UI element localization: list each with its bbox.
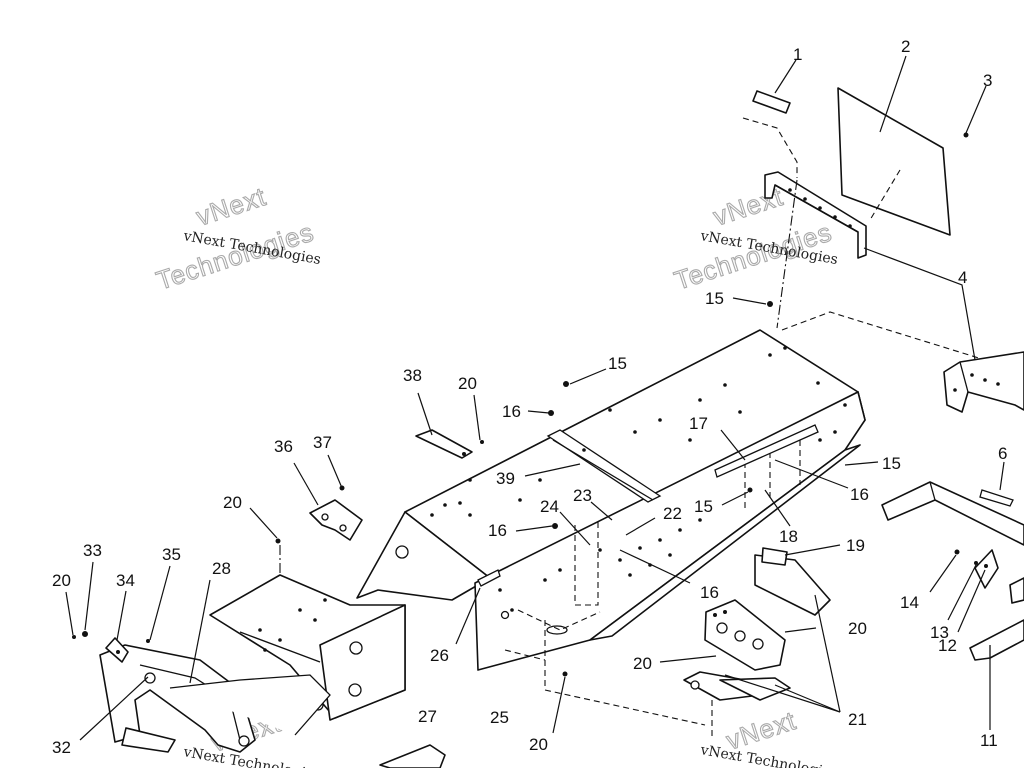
- part-28-bumper: [99, 644, 331, 753]
- callout-27: 27: [418, 707, 437, 726]
- assembly-lines-upper: [742, 117, 1024, 373]
- watermark-brand: vNext: [193, 181, 270, 232]
- callout-18: 18: [779, 527, 798, 546]
- callout-15-right: 15: [882, 454, 901, 473]
- part-19-box: [754, 547, 831, 616]
- callout-26: 26: [430, 646, 449, 665]
- watermark-lower-right: vNext vNext Technologies: [698, 705, 839, 768]
- part-lower-rail: [379, 744, 446, 768]
- callout-24: 24: [540, 497, 559, 516]
- part-1-decal: [752, 90, 791, 114]
- callout-2: 2: [901, 37, 910, 56]
- callout-14: 14: [900, 593, 919, 612]
- watermark-text: vNext Technologies: [698, 742, 839, 768]
- callout-15-lower: 15: [694, 497, 713, 516]
- callout-38: 38: [403, 366, 422, 385]
- part-36-bracket: [309, 499, 363, 541]
- part-panel-bracket: [764, 171, 867, 259]
- part-tunnel-main: [356, 329, 866, 726]
- callout-22: 22: [663, 504, 682, 523]
- callout-15-upper: 15: [705, 289, 724, 308]
- callout-12: 12: [938, 636, 957, 655]
- callout-20-left: 20: [223, 493, 242, 512]
- part-34-bracket: [105, 637, 129, 663]
- callout-17: 17: [689, 414, 708, 433]
- part-21-plate: [683, 599, 791, 740]
- callout-6: 6: [998, 444, 1007, 463]
- callout-16-right: 16: [850, 485, 869, 504]
- callout-1: 1: [793, 45, 802, 64]
- callout-13: 13: [930, 623, 949, 642]
- callout-39: 39: [496, 469, 515, 488]
- watermark-text: vNext Technologies: [181, 744, 322, 768]
- callout-37: 37: [313, 433, 332, 452]
- callout-28: 28: [212, 559, 231, 578]
- callout-33: 33: [83, 541, 102, 560]
- callout-32: 32: [52, 738, 71, 757]
- callout-36: 36: [274, 437, 293, 456]
- part-11-rail: [969, 619, 1024, 661]
- fasteners: [72, 132, 978, 677]
- callouts: 1 2 3 4 6 11 12 13 14 15 15 15 15 16 16 …: [52, 37, 1007, 757]
- part-27-box: [209, 545, 406, 721]
- watermark-brand: vNext: [710, 181, 787, 232]
- callout-15-middle: 15: [608, 354, 627, 373]
- callout-20-right: 20: [848, 619, 867, 638]
- part-2-panel: [837, 87, 951, 236]
- callout-20-bottom: 20: [529, 735, 548, 754]
- callout-34: 34: [116, 571, 135, 590]
- part-38-plate: [415, 429, 484, 459]
- callout-4: 4: [958, 268, 967, 287]
- callout-35: 35: [162, 545, 181, 564]
- callout-20-top: 20: [458, 374, 477, 393]
- part-17-strip: [714, 424, 819, 478]
- callout-16-top: 16: [502, 402, 521, 421]
- callout-25: 25: [490, 708, 509, 727]
- callout-19: 19: [846, 536, 865, 555]
- part-4-bracket: [943, 351, 1024, 413]
- callout-11: 11: [980, 731, 998, 750]
- callout-21: 21: [848, 710, 867, 729]
- callout-16-lower: 16: [700, 583, 719, 602]
- callout-3: 3: [983, 71, 992, 90]
- callout-23: 23: [573, 486, 592, 505]
- callout-16-left: 16: [488, 521, 507, 540]
- callout-20-far-left: 20: [52, 571, 71, 590]
- callout-20-lower: 20: [633, 654, 652, 673]
- part-26-rail: [477, 569, 501, 587]
- part-6-rail: [881, 481, 1024, 546]
- leader-lines: [65, 55, 1005, 741]
- watermark-upper-left: vNext Technologies vNext Technologies: [152, 181, 322, 297]
